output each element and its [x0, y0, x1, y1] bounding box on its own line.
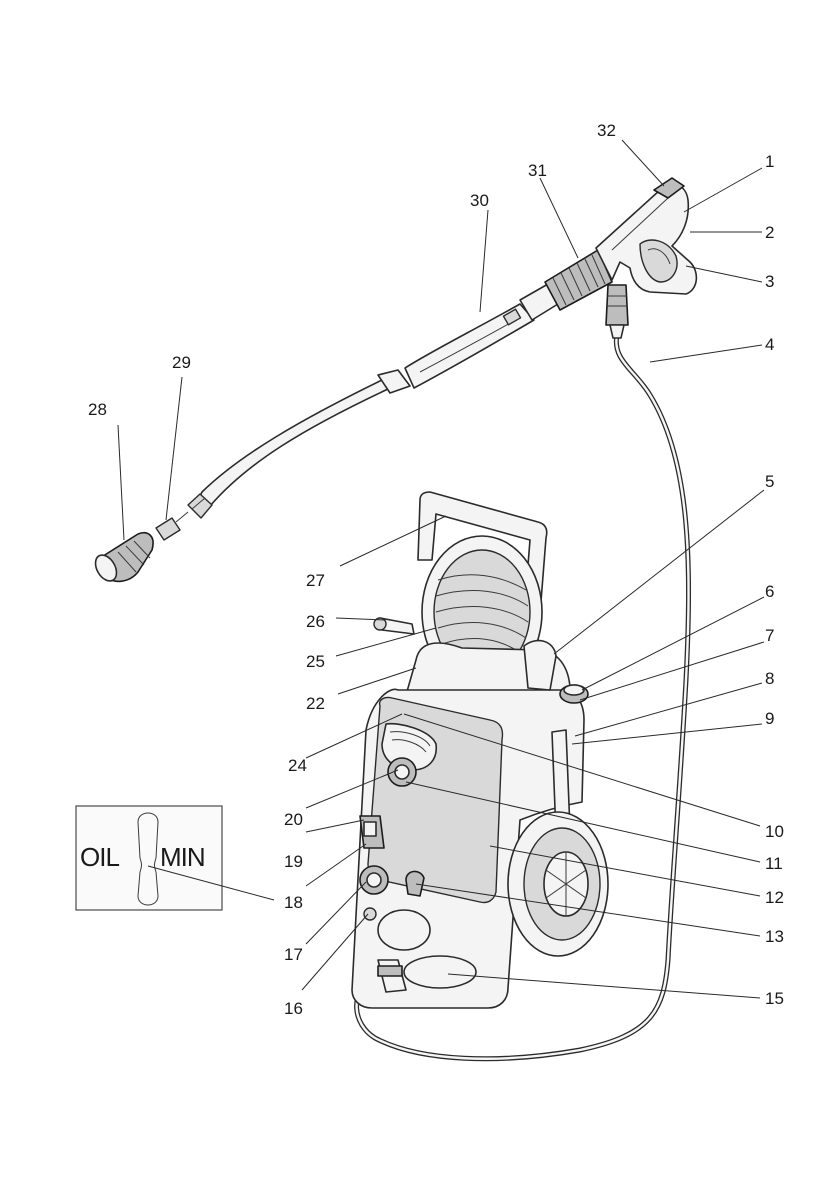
callout-17: 17 [284, 945, 303, 964]
callout-15: 15 [765, 989, 784, 1008]
callout-18: 18 [284, 893, 303, 912]
callout-2: 2 [765, 223, 774, 242]
callout-16: 16 [284, 999, 303, 1018]
callout-24: 24 [288, 756, 307, 775]
callout-9: 9 [765, 709, 774, 728]
callout-31: 31 [528, 161, 547, 180]
callout-1: 1 [765, 152, 774, 171]
callout-11: 11 [765, 854, 783, 873]
nozzle-cap [91, 533, 153, 585]
callout-19: 19 [284, 852, 303, 871]
callout-10: 10 [765, 822, 784, 841]
callout-5: 5 [765, 472, 774, 491]
callout-13: 13 [765, 927, 784, 946]
callout-7: 7 [765, 626, 774, 645]
callout-4: 4 [765, 335, 774, 354]
callout-30: 30 [470, 191, 489, 210]
callout-8: 8 [765, 669, 774, 688]
callout-28: 28 [88, 400, 107, 419]
min-label: MIN [160, 842, 205, 872]
callout-26: 26 [306, 612, 325, 631]
callout-12: 12 [765, 888, 784, 907]
callout-32: 32 [597, 121, 616, 140]
callout-27: 27 [306, 571, 325, 590]
nozzle-insert [156, 512, 188, 540]
callout-29: 29 [172, 353, 191, 372]
oil-label: OIL [80, 842, 119, 872]
callout-6: 6 [765, 582, 774, 601]
pressure-washer-body [352, 492, 608, 1008]
callout-3: 3 [765, 272, 774, 291]
callout-25: 25 [306, 652, 325, 671]
oil-level-indicator: OIL MIN [76, 806, 222, 910]
callout-20: 20 [284, 810, 303, 829]
spray-lance [188, 284, 558, 518]
trigger-gun [596, 178, 696, 338]
callout-22: 22 [306, 694, 325, 713]
